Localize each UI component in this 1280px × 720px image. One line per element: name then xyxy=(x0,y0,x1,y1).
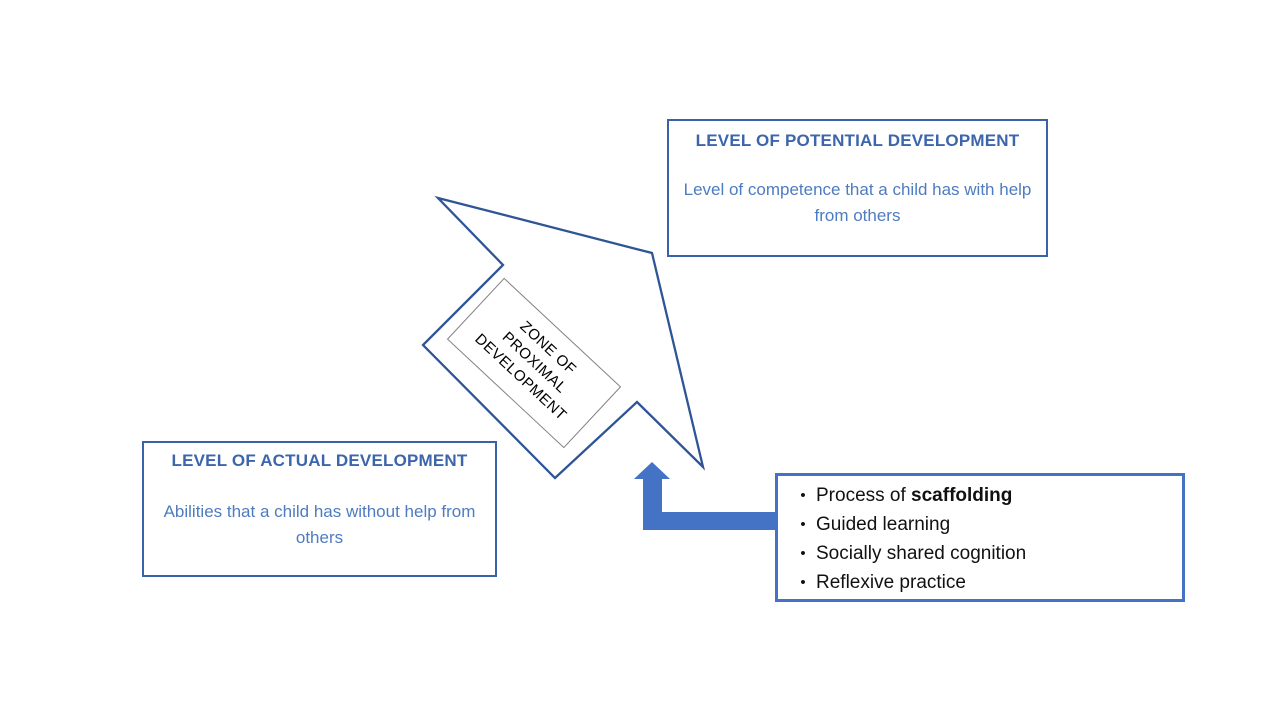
bullet-text: Guided learning xyxy=(816,514,950,536)
actual-development-box: LEVEL OF ACTUAL DEVELOPMENT Abilities th… xyxy=(142,441,497,577)
bullet-item-scaffolding: • Process of scaffolding xyxy=(778,481,1182,510)
bullet-text-prefix: Socially shared cognition xyxy=(816,542,1027,564)
potential-development-body: Level of competence that a child has wit… xyxy=(683,180,1032,225)
potential-development-heading: LEVEL OF POTENTIAL DEVELOPMENT xyxy=(695,131,1020,150)
bullet-text: Socially shared cognition xyxy=(816,543,1026,565)
bullet-item-socially-shared-cognition: • Socially shared cognition xyxy=(778,539,1182,568)
actual-development-body: Abilities that a child has without help … xyxy=(163,502,476,547)
scaffolding-list-box: • Process of scaffolding • Guided learni… xyxy=(775,473,1185,602)
bullet-dot-icon: • xyxy=(800,487,806,504)
bullet-dot-icon: • xyxy=(800,545,806,562)
bullet-dot-icon: • xyxy=(800,574,806,591)
elbow-up-arrow xyxy=(634,462,778,530)
bullet-text: Reflexive practice xyxy=(816,572,966,594)
bullet-text: Process of scaffolding xyxy=(816,485,1012,507)
potential-development-box: LEVEL OF POTENTIAL DEVELOPMENT Level of … xyxy=(667,119,1048,257)
actual-development-heading: LEVEL OF ACTUAL DEVELOPMENT xyxy=(171,451,468,470)
bullet-text-prefix: Process of xyxy=(816,484,912,506)
bullet-text-bold: scaffolding xyxy=(911,484,1013,506)
bullet-dot-icon: • xyxy=(800,516,806,533)
bullet-text-prefix: Reflexive practice xyxy=(816,571,966,593)
bullet-text-prefix: Guided learning xyxy=(816,513,951,535)
bullet-item-guided-learning: • Guided learning xyxy=(778,510,1182,539)
bullet-item-reflexive-practice: • Reflexive practice xyxy=(778,568,1182,597)
